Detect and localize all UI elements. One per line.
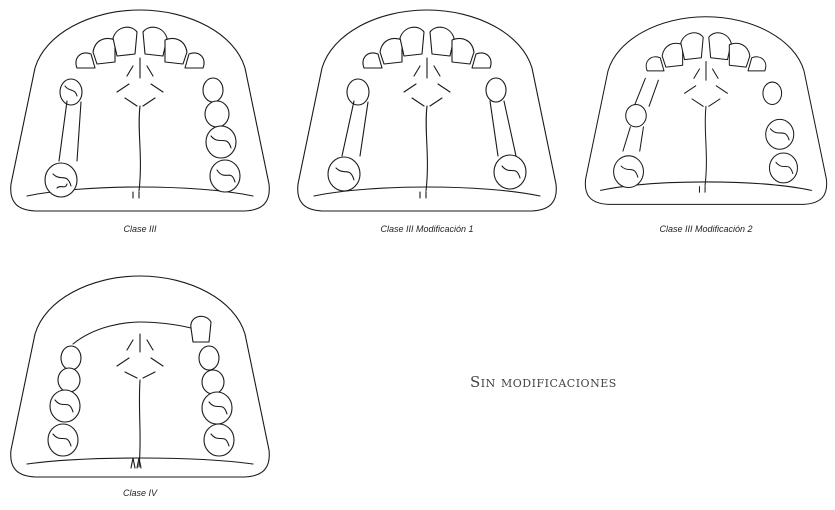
caption-clase-iii-mod-1: Clase III Modificación 1	[380, 224, 474, 234]
dental-arch-drawing	[10, 275, 270, 478]
dental-arch-drawing	[297, 9, 557, 212]
caption-clase-iii: Clase III	[123, 224, 157, 234]
caption-clase-iii-mod-2: Clase III Modificación 2	[659, 224, 753, 234]
arch-diagram-clase-iii: Clase III	[5, 6, 275, 234]
dental-arch-drawing	[10, 9, 270, 212]
caption-clase-iv: Clase IV	[122, 488, 157, 498]
dental-arch-drawing	[584, 16, 828, 205]
arch-diagram-clase-iv: Clase IV	[5, 272, 275, 504]
arch-diagram-clase-iii-mod-2: Clase III Modificación 2	[580, 6, 832, 234]
no-modifications-note: Sin modificaciones	[470, 373, 617, 391]
arch-diagram-clase-iii-mod-1: Clase III Modificación 1	[292, 6, 562, 234]
